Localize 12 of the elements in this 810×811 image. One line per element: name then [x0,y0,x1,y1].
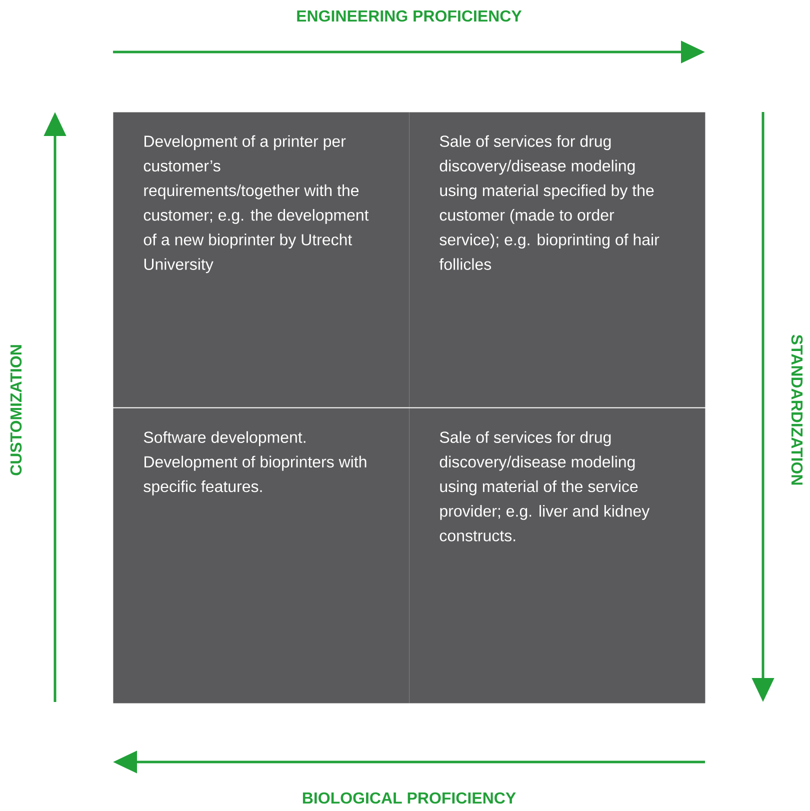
quadrant-box: Sale of services for drug discovery/disease modeling using material specified by the customer (made to order service); e.g. bioprinting of hair follicles [409,112,706,408]
node-label: Sale of services for drug discovery/disease modeling using material specified by the customer (made to order service); e.g. bioprinting of hair follicles [439,135,660,270]
quadrant-box: Software development. Development of bioprinters with specific features. [113,408,410,704]
axis-label: ENGINEERING PROFICIENCY [297,10,522,22]
axis-label: STANDARDIZATION [791,334,803,485]
axis-label: BIOLOGICAL PROFICIENCY [302,792,516,804]
node-label: Sale of services for drug discovery/disease modeling using material of the service provider; e.g. liver and kidney constructs. [440,431,650,542]
axis-label: CUSTOMIZATION [10,345,22,476]
quadrant-box: Sale of services for drug discovery/disease modeling using material of the service provider; e.g. liver and kidney constructs. [409,408,706,704]
node-label: Software development. Development of bioprinters with specific features. [144,431,366,496]
node-label: Development of a printer per customer’s requirements/together with the customer; e.g. the development of a new bioprinter by Utrecht University [144,135,369,274]
quadrant-box: Development of a printer per customer’s requirements/together with the customer; e.g. the development of a new bioprinter by Utrecht University [113,112,410,408]
